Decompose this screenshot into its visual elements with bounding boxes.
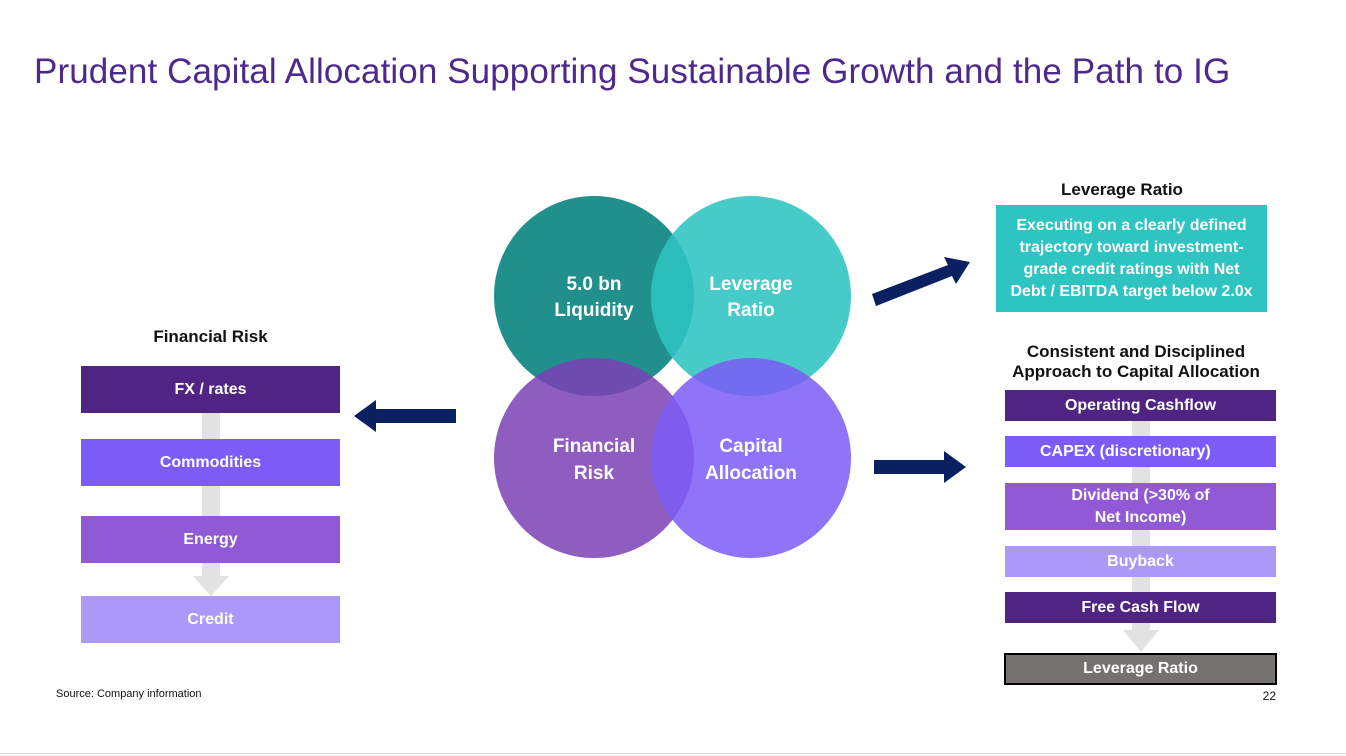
financial-risk-item-energy: Energy xyxy=(81,516,340,563)
venn-liquidity-line2: Liquidity xyxy=(554,300,634,321)
arrow-up-right-icon xyxy=(872,257,970,306)
venn-diagram: 5.0 bn Liquidity Leverage Ratio Financia… xyxy=(494,196,851,558)
capital-allocation-flow-arrowhead-icon xyxy=(1123,630,1159,652)
capital-item-operating-cashflow: Operating Cashflow xyxy=(1005,390,1276,421)
financial-risk-item-commodities: Commodities xyxy=(81,439,340,486)
venn-circle-financial-risk xyxy=(494,358,694,558)
capital-allocation-heading-line1: Consistent and Disciplined xyxy=(1026,342,1246,361)
arrow-right-icon xyxy=(874,451,966,483)
venn-circle-capital-allocation xyxy=(651,358,851,558)
arrow-left-icon xyxy=(354,400,456,432)
financial-risk-heading: Financial Risk xyxy=(153,327,268,346)
financial-risk-item-credit: Credit xyxy=(81,596,340,643)
venn-circle-liquidity xyxy=(494,196,694,396)
capital-allocation-heading-line2: Approach to Capital Allocation xyxy=(1012,362,1260,381)
source-note: Source: Company information xyxy=(56,688,202,700)
venn-financial-line1: Financial xyxy=(553,436,635,457)
capital-item-buyback: Buyback xyxy=(1005,546,1276,577)
financial-risk-item-fx: FX / rates xyxy=(81,366,340,413)
page-title: Prudent Capital Allocation Supporting Su… xyxy=(34,52,1231,91)
venn-capital-line2: Allocation xyxy=(705,463,797,484)
venn-financial-line2: Risk xyxy=(574,463,615,484)
financial-risk-flow-arrowhead-icon xyxy=(193,576,229,596)
leverage-ratio-heading: Leverage Ratio xyxy=(1061,180,1183,199)
page-number: 22 xyxy=(1262,689,1276,703)
venn-leverage-line1: Leverage xyxy=(709,274,792,295)
footer-divider xyxy=(0,753,1346,754)
venn-capital-line1: Capital xyxy=(719,436,782,457)
leverage-ratio-description: Executing on a clearly defined trajector… xyxy=(996,205,1267,312)
capital-item-free-cash-flow: Free Cash Flow xyxy=(1005,592,1276,623)
venn-circle-leverage xyxy=(651,196,851,396)
capital-item-capex: CAPEX (discretionary) xyxy=(1005,436,1276,467)
capital-item-leverage-ratio: Leverage Ratio xyxy=(1004,653,1277,685)
venn-liquidity-line1: 5.0 bn xyxy=(567,274,622,295)
capital-allocation-heading: Consistent and Disciplined Approach to C… xyxy=(1004,342,1268,382)
venn-leverage-line2: Ratio xyxy=(727,300,775,321)
capital-item-dividend: Dividend (>30% of Net Income) xyxy=(1005,483,1276,530)
